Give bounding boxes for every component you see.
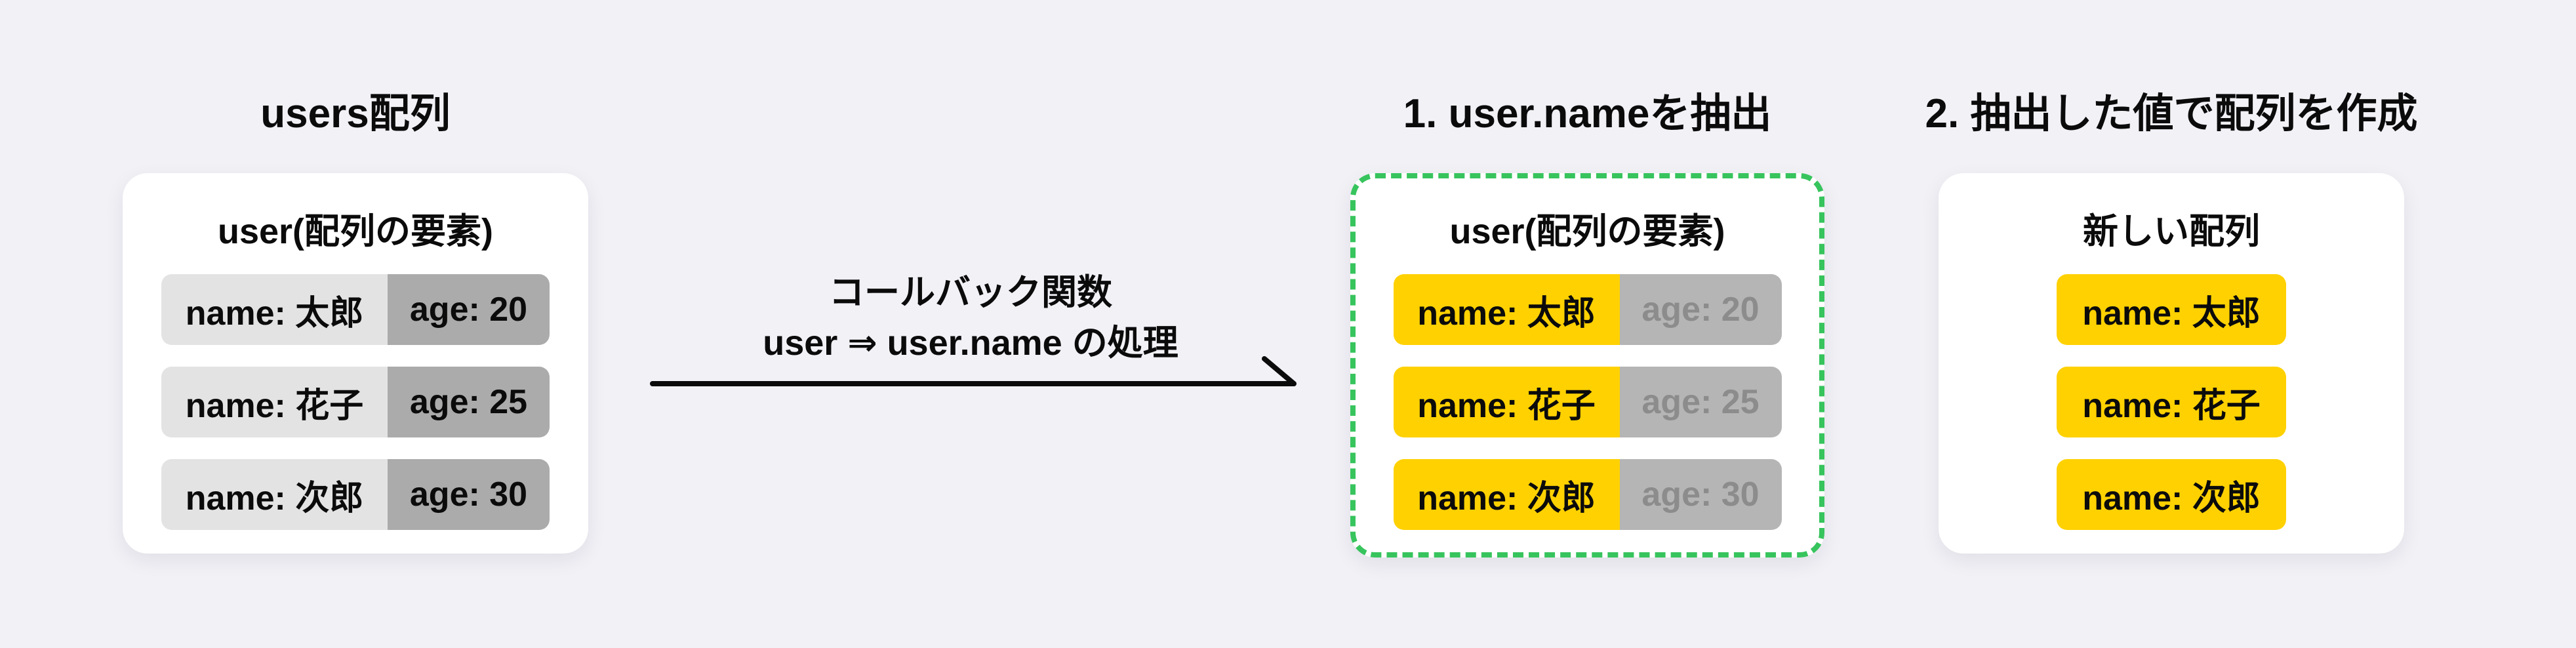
user-row: name: 太郎 age: 20 xyxy=(1393,274,1782,346)
age-cell-muted: age: 25 xyxy=(1619,367,1782,438)
name-chip: name: 太郎 xyxy=(2057,274,2286,346)
section-title-extract-name: 1. user.nameを抽出 xyxy=(1403,91,1772,136)
card-title-user-element: user(配列の要素) xyxy=(1449,212,1725,252)
card-title-new-array: 新しい配列 xyxy=(2083,212,2260,252)
name-cell: name: 花子 xyxy=(161,367,388,438)
name-cell: name: 太郎 xyxy=(161,274,388,346)
user-row: name: 次郎 age: 30 xyxy=(161,459,550,531)
user-row: name: 花子 age: 25 xyxy=(161,367,550,438)
section-users-array: users配列 user(配列の要素) name: 太郎 age: 20 nam… xyxy=(123,0,588,554)
callback-label-line1: コールバック関数 xyxy=(829,273,1112,312)
age-cell-muted: age: 30 xyxy=(1619,459,1782,531)
age-cell: age: 20 xyxy=(388,274,550,346)
callback-label-line2: user ⇒ user.name の処理 xyxy=(763,323,1178,363)
name-chip: name: 花子 xyxy=(2057,367,2286,438)
name-cell-highlighted: name: 次郎 xyxy=(1393,459,1620,531)
section-title-new-array: 2. 抽出した値で配列を作成 xyxy=(1925,91,2418,136)
new-array-rows: name: 太郎 name: 花子 name: 次郎 xyxy=(2057,274,2286,531)
extract-rows: name: 太郎 age: 20 name: 花子 age: 25 name: … xyxy=(1393,274,1782,531)
name-cell: name: 次郎 xyxy=(161,459,388,531)
user-row: name: 太郎 age: 20 xyxy=(161,274,550,346)
section-title-users-array: users配列 xyxy=(260,91,451,136)
age-cell: age: 30 xyxy=(388,459,550,531)
callback-annotation: コールバック関数 user ⇒ user.name の処理 xyxy=(641,268,1300,368)
name-cell-highlighted: name: 太郎 xyxy=(1393,274,1620,346)
new-array-card: 新しい配列 name: 太郎 name: 花子 name: 次郎 xyxy=(1939,173,2404,554)
user-row: name: 次郎 age: 30 xyxy=(1393,459,1782,531)
section-extract-name: 1. user.nameを抽出 user(配列の要素) name: 太郎 age… xyxy=(1350,0,1824,558)
users-array-card: user(配列の要素) name: 太郎 age: 20 name: 花子 ag… xyxy=(123,173,588,554)
card-title-user-element: user(配列の要素) xyxy=(217,212,494,252)
name-chip: name: 次郎 xyxy=(2057,459,2286,531)
age-cell: age: 25 xyxy=(388,367,550,438)
users-array-rows: name: 太郎 age: 20 name: 花子 age: 25 name: … xyxy=(161,274,550,531)
age-cell-muted: age: 20 xyxy=(1619,274,1782,346)
section-new-array: 2. 抽出した値で配列を作成 新しい配列 name: 太郎 name: 花子 n… xyxy=(1925,0,2417,554)
extract-card: user(配列の要素) name: 太郎 age: 20 name: 花子 ag… xyxy=(1350,173,1824,558)
callback-arrow-icon xyxy=(650,356,1297,386)
user-row: name: 花子 age: 25 xyxy=(1393,367,1782,438)
name-cell-highlighted: name: 花子 xyxy=(1393,367,1620,438)
